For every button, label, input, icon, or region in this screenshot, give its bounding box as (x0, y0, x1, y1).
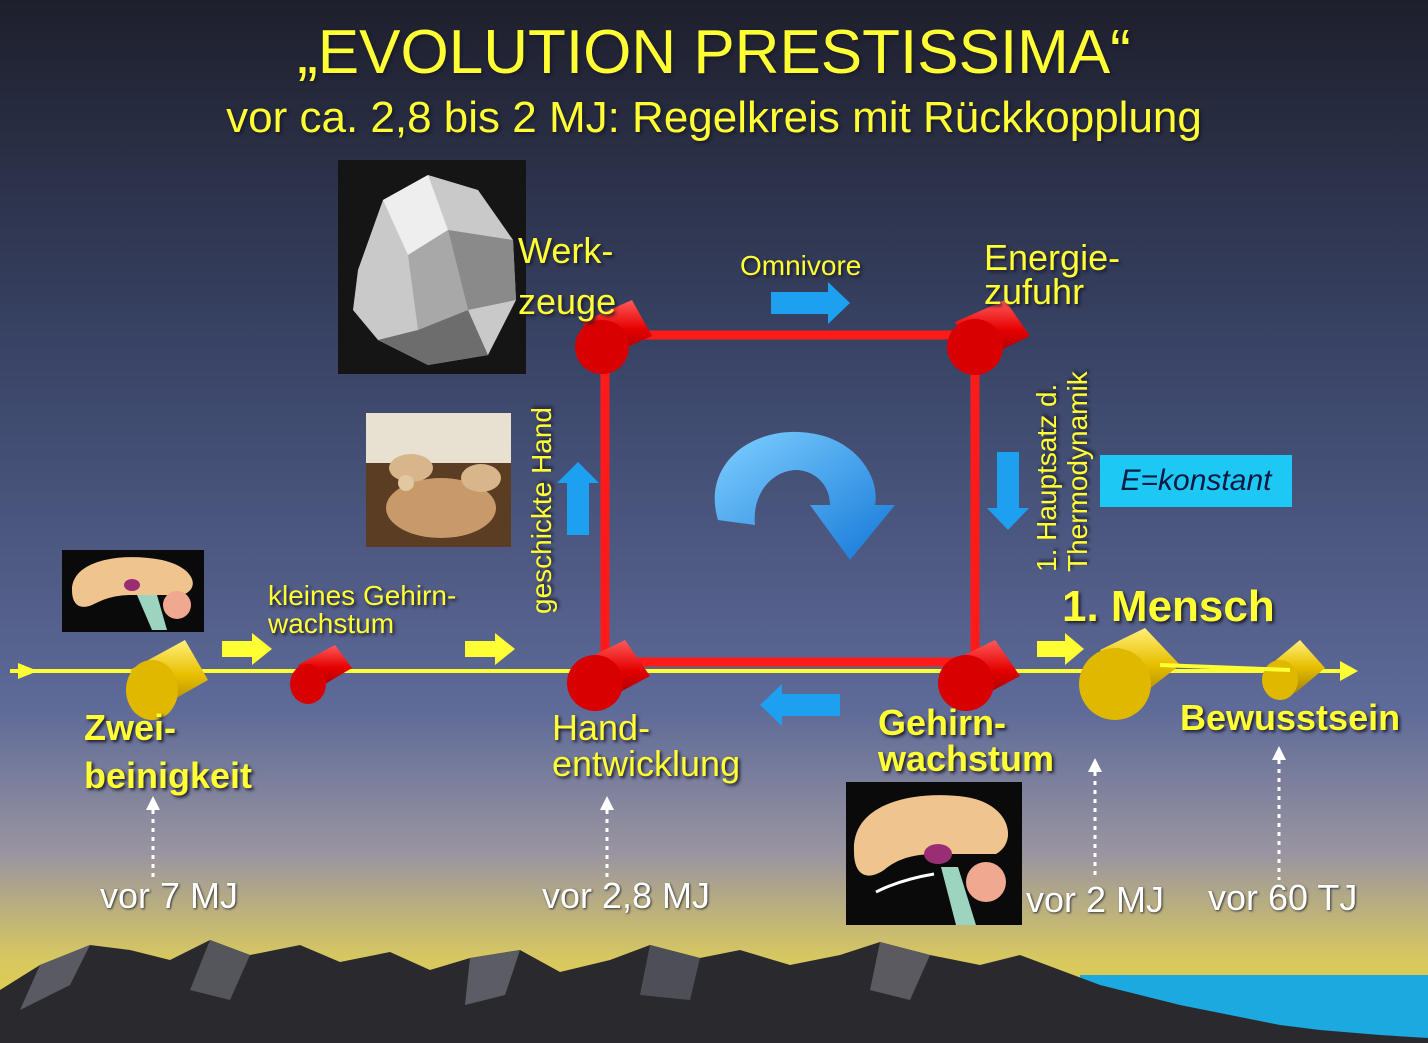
label-kleines-gehirn-1: kleines Gehirn- (268, 580, 457, 611)
label-werkzeuge-1: Werk- (518, 230, 614, 271)
date-2-8mj: vor 2,8 MJ (542, 875, 711, 916)
date-7mj: vor 7 MJ (100, 875, 239, 916)
page-title: „EVOLUTION PRESTISSIMA“ (297, 18, 1131, 87)
brain-diagram-large (846, 782, 1022, 925)
label-handentwicklung-1: Hand- (552, 707, 651, 748)
label-zweibeinigkeit-1: Zwei- (84, 707, 177, 748)
equation-box: E=konstant (1100, 455, 1292, 507)
mountains (0, 940, 1428, 1043)
stone-tool-photo (338, 160, 526, 374)
label-werkzeuge-2: zeuge (518, 281, 617, 322)
red-cylinder-top-right (947, 300, 1030, 375)
page-subtitle: vor ca. 2,8 bis 2 MJ: Regelkreis mit Rüc… (226, 93, 1202, 142)
label-gehirnwachstum-1: Gehirn- (878, 702, 1007, 743)
cycle-arrow-icon (714, 431, 895, 560)
feedback-loop (600, 330, 980, 667)
gold-cylinder-first-human (1079, 628, 1180, 720)
red-cylinder-small (290, 645, 352, 704)
date-2mj: vor 2 MJ (1026, 879, 1165, 920)
brain-diagram-small (62, 550, 204, 632)
dotted-markers (151, 760, 1281, 880)
date-60tj: vor 60 TJ (1208, 877, 1358, 918)
red-cylinder-top-left (575, 300, 652, 374)
label-hauptsatz-2: Thermodynamik (1062, 371, 1093, 572)
label-first-human: 1. Mensch (1062, 582, 1275, 631)
yellow-arrows (222, 633, 1084, 665)
blue-arrows (557, 282, 1029, 726)
label-hauptsatz-1: 1. Hauptsatz d. (1031, 383, 1062, 572)
label-energiezufuhr-2: zufuhr (984, 271, 1085, 312)
red-cylinder-bottom-left (567, 640, 650, 711)
label-handentwicklung-2: entwicklung (552, 743, 741, 784)
label-energiezufuhr-1: Energie- (984, 237, 1121, 278)
label-bewusstsein: Bewusstsein (1180, 697, 1401, 738)
label-omnivore: Omnivore (740, 250, 862, 281)
label-kleines-gehirn-2: wachstum (268, 608, 395, 639)
gold-cylinder-bipedal (126, 640, 208, 720)
label-geschickte-hand: geschickte Hand (526, 406, 557, 614)
label-zweibeinigkeit-2: beinigkeit (84, 755, 253, 796)
label-gehirnwachstum-2: wachstum (878, 738, 1055, 779)
red-cylinder-bottom-right (938, 640, 1020, 711)
hands-stone-photo (366, 413, 511, 547)
